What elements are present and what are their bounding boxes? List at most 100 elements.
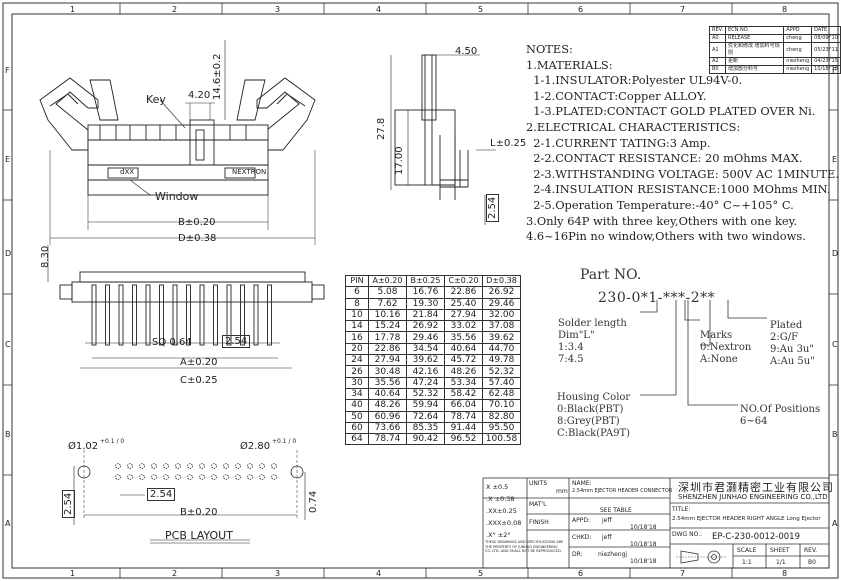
dimension-cell: 10 (345, 308, 369, 322)
pin (267, 284, 272, 346)
part-no-line: Marks (700, 330, 733, 341)
dim-front-a: A±0.20 (180, 357, 218, 368)
scale-label: SCALE (737, 547, 757, 554)
part-no-line: 7:4.5 (558, 354, 584, 365)
part-no-line: Solder length (558, 318, 627, 329)
note-line: 1-1.INSULATOR:Polyester UL94V-0. (526, 73, 743, 88)
units-label: UNITS (529, 480, 548, 487)
pin (159, 284, 164, 346)
dimension-cell: PIN (345, 274, 369, 288)
frame-row-label: F (5, 66, 10, 75)
dimension-cell: 29.46 (406, 331, 445, 344)
dimension-cell: 48.26 (444, 365, 483, 378)
dim-top-height: 14.6±0.2 (212, 53, 223, 100)
front-view (47, 245, 325, 369)
frame-col-label: 1 (70, 5, 76, 14)
pcb-hole (247, 463, 253, 469)
pcb-hole (259, 474, 265, 480)
revision-cell: ECN NO. (724, 26, 785, 35)
dimension-cell: 45.72 (444, 354, 483, 367)
units-value: mm (556, 488, 568, 495)
frame-col-label: 5 (478, 5, 484, 14)
frame-col-label: 3 (275, 5, 281, 14)
dimension-cell: 82.80 (482, 410, 521, 423)
dimension-cell: 29.46 (482, 297, 521, 310)
part-no-title: Part NO. (580, 267, 642, 283)
frame-row-label: B (5, 430, 11, 439)
top-body-text-right: NEXTRON (232, 168, 267, 176)
chkd-label: CHKD: (572, 534, 592, 541)
dimension-cell: 7.62 (368, 297, 407, 310)
part-no-code: 230-0*1-***-2** (598, 290, 716, 306)
note-line: 2.ELECTRICAL CHARACTERISTICS: (526, 119, 741, 134)
revision-cell: 10/18/'18 (811, 65, 841, 74)
revision-cell: DATE (811, 26, 841, 35)
dimension-cell: 27.94 (444, 308, 483, 322)
pcb-pitch-h: 2.54 (147, 488, 176, 501)
frame-row-label: E (832, 155, 838, 164)
pin (199, 284, 205, 346)
top-view (39, 40, 316, 245)
pin (213, 284, 218, 346)
note-line: 2-4.INSULATION RESISTANCE:1000 MOhms MIN… (526, 182, 831, 197)
pcb-hole (187, 474, 193, 480)
dimension-cell: 96.52 (444, 433, 483, 446)
pin (118, 284, 124, 346)
dim-key-width: 4.20 (188, 90, 211, 101)
dimension-cell: B±0.25 (406, 274, 445, 288)
part-no-line: 2:G/F (770, 332, 799, 343)
pcb-hole (127, 463, 133, 469)
projection-symbol (676, 550, 726, 564)
pcb-hole (163, 463, 169, 469)
dimension-cell: 48.26 (368, 399, 407, 412)
dimension-cell: 72.64 (406, 410, 445, 423)
dimension-cell: 16.76 (406, 286, 445, 299)
tolerance-line: .X ±0.38 (486, 495, 515, 503)
revision-cell: niezheng (783, 65, 813, 74)
dimension-cell: 20 (345, 342, 369, 356)
dimension-cell: 34 (345, 387, 369, 401)
pcb-hole (151, 463, 157, 469)
dimension-cell: 52.32 (406, 387, 445, 401)
dimension-cell: 66.04 (444, 399, 483, 412)
dimension-cell: 85.35 (406, 421, 445, 435)
dimension-cell: 57.40 (482, 376, 521, 389)
pcb-hole (139, 463, 145, 469)
dimension-cell: C±0.20 (444, 274, 483, 288)
pcb-hole (235, 474, 241, 480)
title-label: TITLE: (672, 506, 691, 513)
pcb-hole-small-tol: +0.1 / 0 (100, 438, 125, 445)
dimension-cell: 52.32 (482, 365, 521, 378)
top-body-text-left: dXX (120, 168, 135, 176)
pcb-layout (73, 450, 306, 544)
tolerance-list: X ±0.5.X ±0.38.XX±0.25.XXX±0.08.X° ±2° (486, 481, 521, 541)
dimension-cell: 42.16 (406, 365, 445, 378)
frame-row-label: C (832, 340, 838, 349)
tolerance-line: .XXX±0.08 (486, 519, 522, 527)
pcb-hole (127, 474, 133, 480)
dimension-cell: 10.16 (368, 308, 407, 322)
rev-label: REV. (804, 547, 818, 554)
pcb-hole (187, 463, 193, 469)
frame-col-label: 2 (172, 569, 178, 578)
part-no-line: NO.Of Positions (740, 404, 821, 415)
dimension-cell: 59.94 (406, 399, 445, 412)
pin (145, 284, 151, 346)
matl-value: SEE TABLE (600, 507, 632, 514)
pcb-hole (115, 463, 121, 469)
dimension-cell: 24 (345, 354, 369, 367)
dimension-cell: 78.74 (368, 433, 407, 446)
dr-label: DR: (572, 551, 583, 558)
dimension-cell: 50 (345, 410, 369, 423)
